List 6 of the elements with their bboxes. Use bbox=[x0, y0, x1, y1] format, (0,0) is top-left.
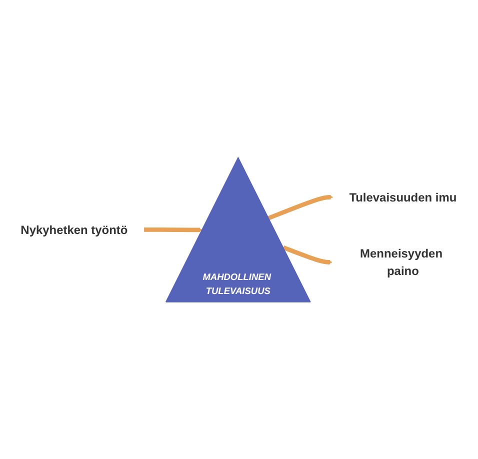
arrow bbox=[282, 245, 332, 264]
node-text: Nykyhetken työntö bbox=[20, 222, 128, 236]
node-text: Tulevaisuuden imu bbox=[349, 190, 457, 204]
arrow bbox=[268, 194, 334, 220]
arrow bbox=[144, 227, 202, 232]
node-text: Menneisyyden paino bbox=[360, 246, 442, 278]
